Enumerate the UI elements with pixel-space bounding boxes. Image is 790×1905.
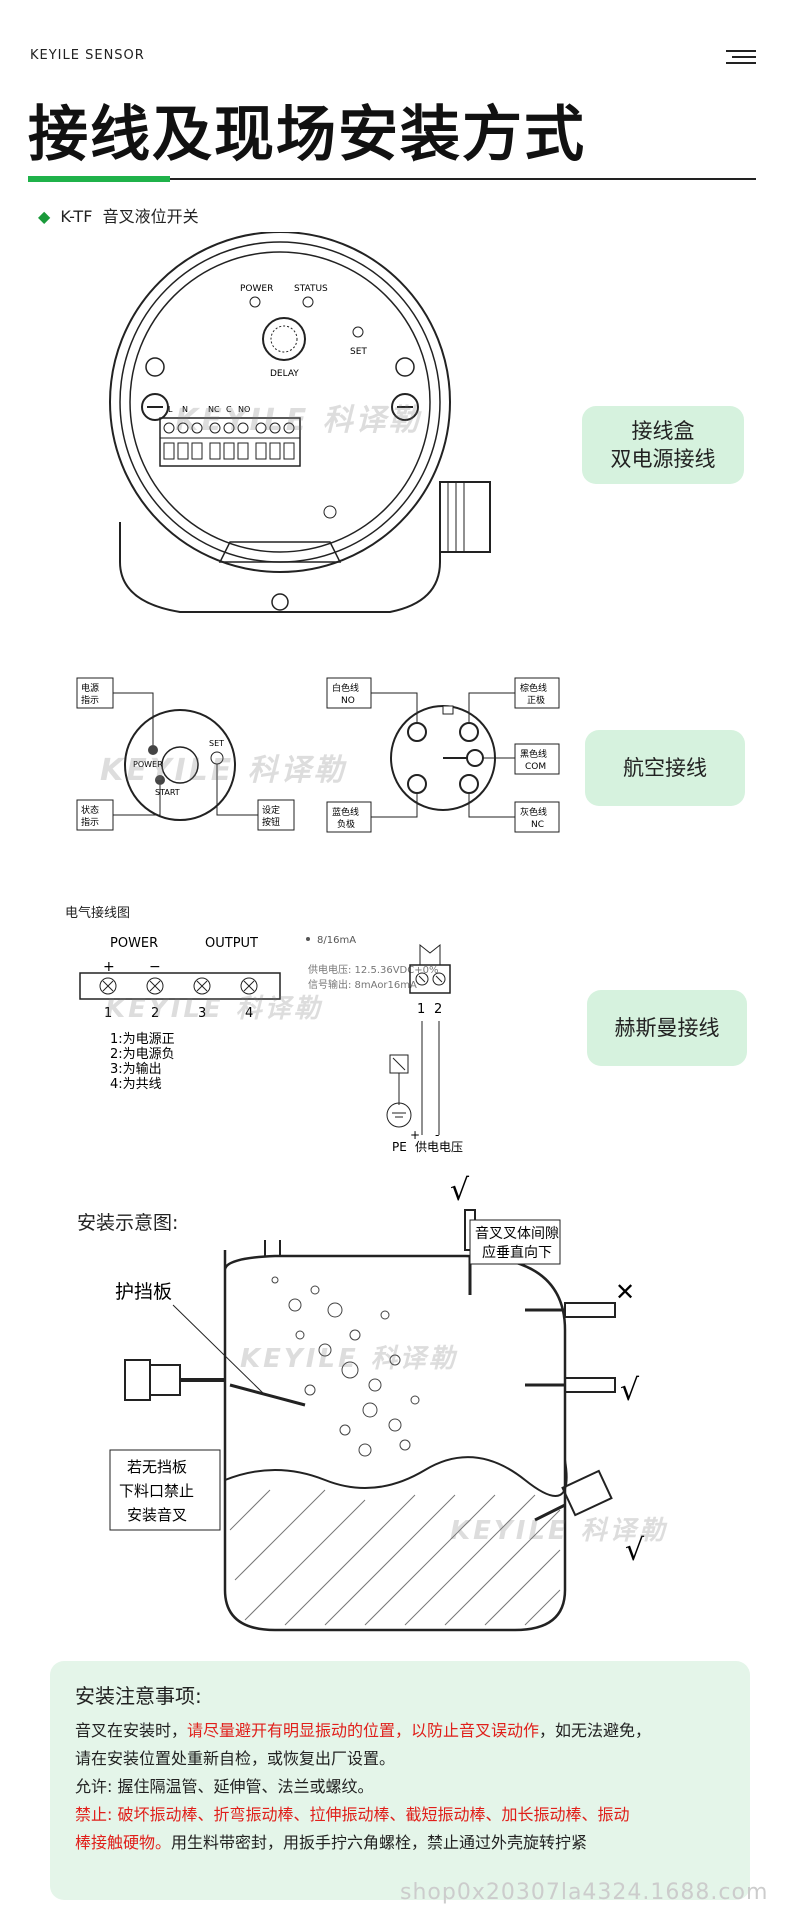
term-sign-minus: - bbox=[435, 1128, 439, 1142]
set-button-label: SET bbox=[209, 739, 224, 748]
watermark-2: KEYILE 科译勒 bbox=[100, 753, 347, 788]
blue-wire-label: 蓝色线 bbox=[332, 806, 359, 818]
gray-wire-sub: NC bbox=[531, 820, 544, 830]
menu-icon[interactable] bbox=[726, 50, 756, 66]
plus-sign: + bbox=[103, 959, 115, 975]
notes-p4-b: 用生料带密封，用扳手拧六角螺栓，禁止通过外壳旋转拧紧 bbox=[171, 1833, 588, 1852]
watermark-5: KEYILE 科译勒 bbox=[450, 1516, 668, 1546]
pe-label: PE bbox=[392, 1140, 407, 1154]
baffle-label: 护挡板 bbox=[115, 1281, 172, 1303]
brown-wire-sub: 正极 bbox=[527, 694, 545, 706]
white-wire-sub: NO bbox=[341, 696, 355, 706]
notes-p1-b: ，如无法避免， bbox=[539, 1721, 652, 1740]
term-sign-plus: + bbox=[410, 1128, 420, 1142]
spec-voltage: 供电电压: 12.5.36VDC+0% bbox=[308, 963, 438, 976]
notes-title: 安装注意事项: bbox=[75, 1684, 202, 1708]
status-indicator-label: 状态 bbox=[81, 804, 99, 816]
terminal-num-1: 1 bbox=[104, 1006, 112, 1021]
status-indicator-label-2: 指示 bbox=[81, 816, 99, 828]
legend-1: 1:为电源正 bbox=[110, 1032, 175, 1047]
supply-voltage-label: 供电电压 bbox=[415, 1140, 463, 1154]
power-indicator-label-2: 指示 bbox=[81, 694, 99, 706]
diamond-icon: ◆ bbox=[38, 207, 51, 226]
power-label: POWER bbox=[240, 284, 273, 294]
power-indicator-label: 电源 bbox=[81, 682, 99, 694]
spec-output: 信号输出: 8mAor16mA bbox=[308, 978, 417, 991]
notes-p1-red: 请尽量避开有明显振动的位置，以防止音叉误动作 bbox=[187, 1721, 540, 1740]
legend-4: 4:为共线 bbox=[110, 1077, 162, 1092]
no-baffle-line3: 安装音叉 bbox=[127, 1506, 187, 1524]
minus-sign: − bbox=[149, 959, 161, 975]
title-accent-bar bbox=[28, 176, 170, 182]
junction-box-diagram: POWER STATUS DELAY SET L N NC C NO bbox=[109, 232, 491, 613]
notes-forbid-2: 棒接触硬物。用生料带密封，用扳手拧六角螺栓，禁止通过外壳旋转拧紧 bbox=[75, 1829, 735, 1857]
terminal-n-label: N bbox=[182, 405, 188, 414]
watermark-1: KEYILE 科译勒 bbox=[175, 403, 422, 438]
product-subheading: ◆ K-TF 音叉液位开关 bbox=[38, 203, 199, 227]
hirschmann-wiring-diagram: POWER OUTPUT + − 1 2 3 4 1:为电源正 2:为电源负 3… bbox=[79, 935, 463, 1154]
wrong-cross-mark: ✕ bbox=[615, 1278, 635, 1306]
terminal-num-4: 4 bbox=[245, 1006, 253, 1021]
set-button-callout-2: 按钮 bbox=[262, 816, 280, 828]
brand-name: KEYILE SENSOR bbox=[30, 48, 145, 63]
blue-wire-sub: 负极 bbox=[337, 818, 355, 830]
terminal-nc-label: NC bbox=[208, 405, 220, 414]
terminal-num-3: 3 bbox=[198, 1006, 206, 1021]
product-model: K-TF bbox=[60, 207, 93, 226]
gray-wire-label: 灰色线 bbox=[520, 806, 547, 818]
power-led-label: POWER bbox=[133, 760, 163, 769]
notes-p4-red: 棒接触硬物。 bbox=[75, 1833, 172, 1852]
delay-label: DELAY bbox=[270, 369, 299, 379]
wiring-heading: 电气接线图 bbox=[65, 906, 131, 921]
white-wire-label: 白色线 bbox=[332, 682, 359, 694]
status-label: STATUS bbox=[294, 284, 328, 294]
top-check-mark: √ bbox=[450, 1173, 470, 1208]
term-num-2: 2 bbox=[434, 1002, 442, 1017]
terminal-no-label: NO bbox=[238, 405, 250, 414]
notes-paragraph-1b: 请在安装位置处重新自检，或恢复出厂设置。 bbox=[75, 1749, 396, 1768]
notes-p1-a: 音叉在安装时， bbox=[75, 1721, 188, 1740]
notes-forbid: 禁止: 破坏振动棒、折弯振动棒、拉伸振动棒、截短振动棒、加长振动棒、振动 bbox=[75, 1805, 630, 1824]
title-divider bbox=[28, 178, 756, 180]
gap-note-line1: 音叉叉体间隙 bbox=[475, 1225, 559, 1242]
legend-2: 2:为电源负 bbox=[110, 1047, 175, 1062]
output-header: OUTPUT bbox=[205, 936, 258, 951]
watermark-3: KEYILE 科译勒 bbox=[105, 994, 323, 1024]
black-wire-label: 黑色线 bbox=[520, 748, 547, 760]
spec-current: 8/16mA bbox=[317, 935, 356, 946]
tag-aviation: 航空接线 bbox=[585, 730, 745, 806]
tag-hirschmann: 赫斯曼接线 bbox=[587, 990, 747, 1066]
brown-wire-label: 棕色线 bbox=[520, 682, 547, 694]
no-baffle-line2: 下料口禁止 bbox=[119, 1482, 194, 1500]
install-heading: 安装示意图: bbox=[77, 1212, 179, 1234]
set-button-callout: 设定 bbox=[262, 804, 280, 816]
installation-diagram: 护挡板 √ 音叉叉体间隙 应垂直向下 ✕ √ √ 若无挡板 下料口禁止 安装音叉 bbox=[109, 1173, 645, 1632]
term-num-1: 1 bbox=[417, 1002, 425, 1017]
notes-paragraph-1: 音叉在安装时，请尽量避开有明显振动的位置，以防止音叉误动作，如无法避免， bbox=[75, 1717, 735, 1745]
power-header: POWER bbox=[110, 936, 158, 951]
angled-check-mark: √ bbox=[625, 1533, 645, 1568]
tag-junction-line2: 双电源接线 bbox=[610, 447, 716, 471]
tag-junction-box: 接线盒 双电源接线 bbox=[582, 406, 744, 484]
set-label: SET bbox=[350, 347, 367, 357]
no-baffle-line1: 若无挡板 bbox=[127, 1458, 187, 1476]
watermark-4: KEYILE 科译勒 bbox=[240, 1344, 458, 1374]
product-name: 音叉液位开关 bbox=[102, 207, 199, 226]
gap-note-line2: 应垂直向下 bbox=[482, 1244, 552, 1261]
tag-junction-line1: 接线盒 bbox=[631, 418, 695, 443]
aviation-connector-diagram: POWER START SET 电源 指示 状态 指示 设定 按钮 白色线 NO… bbox=[76, 677, 560, 833]
legend-3: 3:为输出 bbox=[110, 1061, 162, 1077]
terminal-c-label: C bbox=[226, 405, 232, 414]
terminal-num-2: 2 bbox=[151, 1006, 159, 1021]
start-led-label: START bbox=[155, 788, 180, 797]
page-title: 接线及现场安装方式 bbox=[28, 100, 586, 170]
side-check-mark: √ bbox=[620, 1373, 640, 1408]
notes-allow: 允许: 握住隔温管、延伸管、法兰或螺纹。 bbox=[75, 1777, 374, 1796]
notes-panel bbox=[50, 1661, 750, 1900]
black-wire-sub: COM bbox=[525, 762, 546, 772]
terminal-l-label: L bbox=[168, 405, 173, 414]
footer-url: shop0x20307la4324.1688.com bbox=[400, 1880, 769, 1905]
